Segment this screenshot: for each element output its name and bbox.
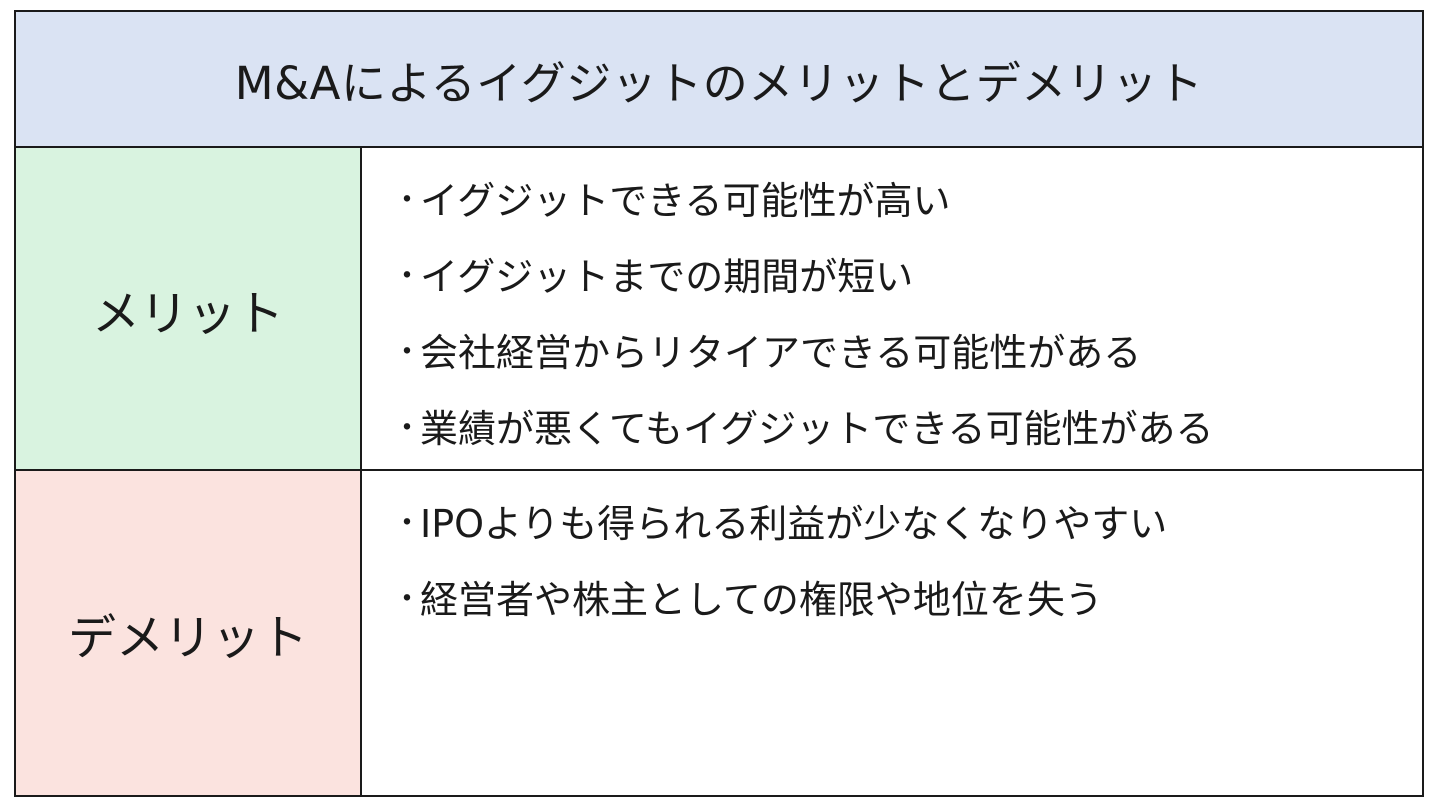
bullet-dot: ・ — [392, 259, 422, 294]
list-item: ・ 経営者や株主としての権限や地位を失う — [392, 581, 1422, 619]
merit-item-text: イグジットできる可能性が高い — [420, 179, 951, 223]
merit-label: メリット — [91, 285, 284, 342]
bullet-dot: ・ — [392, 335, 422, 370]
merit-item-text: イグジットまでの期間が短い — [420, 255, 914, 299]
bullet-dot: ・ — [392, 582, 422, 617]
list-item: ・ 業績が悪くてもイグジットできる可能性がある — [392, 410, 1422, 448]
list-item: ・ IPOよりも得られる利益が少なくなりやすい — [392, 505, 1422, 543]
bullet-dot: ・ — [392, 183, 422, 218]
merit-label-cell: メリット — [16, 148, 362, 471]
demerit-content-cell: ・ IPOよりも得られる利益が少なくなりやすい ・ 経営者や株主としての権限や地… — [362, 471, 1422, 795]
bullet-dot: ・ — [392, 411, 422, 446]
comparison-table: M&Aによるイグジットのメリットとデメリット メリット ・ イグジットできる可能… — [14, 10, 1424, 797]
table-title: M&Aによるイグジットのメリットとデメリット — [16, 12, 1422, 148]
bullet-dot: ・ — [392, 506, 422, 541]
merit-list: ・ イグジットできる可能性が高い ・ イグジットまでの期間が短い ・ 会社経営か… — [392, 182, 1422, 448]
merit-item-text: 業績が悪くてもイグジットできる可能性がある — [420, 407, 1214, 451]
merit-content-cell: ・ イグジットできる可能性が高い ・ イグジットまでの期間が短い ・ 会社経営か… — [362, 148, 1422, 471]
demerit-list: ・ IPOよりも得られる利益が少なくなりやすい ・ 経営者や株主としての権限や地… — [392, 505, 1422, 619]
list-item: ・ イグジットできる可能性が高い — [392, 182, 1422, 220]
demerit-label: デメリット — [67, 610, 308, 666]
list-item: ・ イグジットまでの期間が短い — [392, 258, 1422, 296]
demerit-item-text: IPOよりも得られる利益が少なくなりやすい — [420, 502, 1168, 546]
demerit-label-cell: デメリット — [16, 471, 362, 795]
demerit-item-text: 経営者や株主としての権限や地位を失う — [420, 578, 1103, 622]
list-item: ・ 会社経営からリタイアできる可能性がある — [392, 334, 1422, 372]
merit-item-text: 会社経営からリタイアできる可能性がある — [420, 331, 1142, 375]
